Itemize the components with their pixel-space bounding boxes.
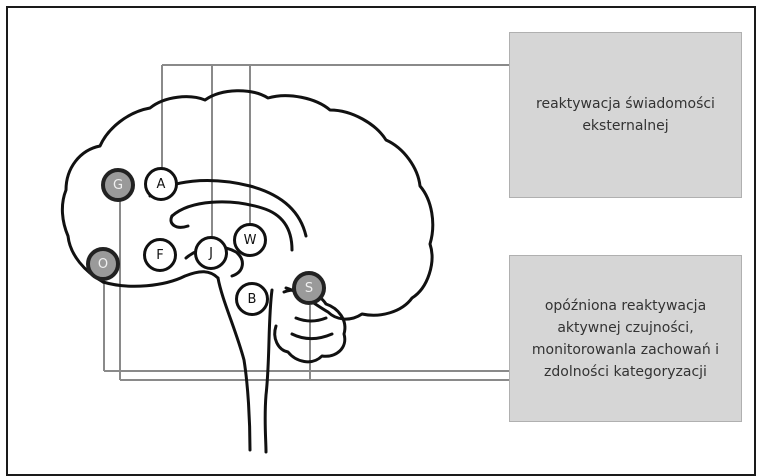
cerebrum-outline	[60, 89, 435, 321]
corpus-callosum-inner	[170, 200, 294, 252]
label-box-external-awareness: reaktywacja świadomości eksternalnej	[509, 32, 742, 198]
node-a-label: A	[156, 176, 166, 192]
connector-lines-top	[161, 64, 509, 240]
node-g: G	[101, 168, 135, 202]
label-box-bottom-text: opóźniona reaktywacja aktywnej czujności…	[531, 297, 720, 380]
node-o: O	[86, 247, 120, 281]
node-w-label: W	[243, 232, 257, 248]
frontal-base	[101, 270, 220, 288]
node-o-label: O	[97, 256, 109, 272]
node-s: S	[292, 271, 326, 305]
node-w: W	[233, 223, 267, 257]
brainstem-right	[263, 288, 274, 454]
node-f: F	[143, 238, 177, 272]
node-b-label: B	[247, 291, 257, 307]
cerebellum-outline	[273, 288, 347, 364]
label-box-delayed-reactivation: opóźniona reaktywacja aktywnej czujności…	[509, 255, 742, 422]
brainstem-left	[216, 276, 252, 452]
node-j: J	[194, 236, 228, 270]
node-s-label: S	[304, 280, 314, 296]
node-b: B	[235, 282, 269, 316]
corpus-callosum-join	[169, 214, 190, 229]
cerebellum-folds	[290, 316, 334, 340]
node-g-label: G	[112, 177, 124, 193]
node-f-label: F	[156, 247, 164, 263]
label-box-top-text: reaktywacja świadomości eksternalnej	[536, 96, 715, 134]
connector-lines-bottom	[103, 190, 509, 381]
node-j-label: J	[209, 245, 213, 261]
node-a: A	[144, 167, 178, 201]
